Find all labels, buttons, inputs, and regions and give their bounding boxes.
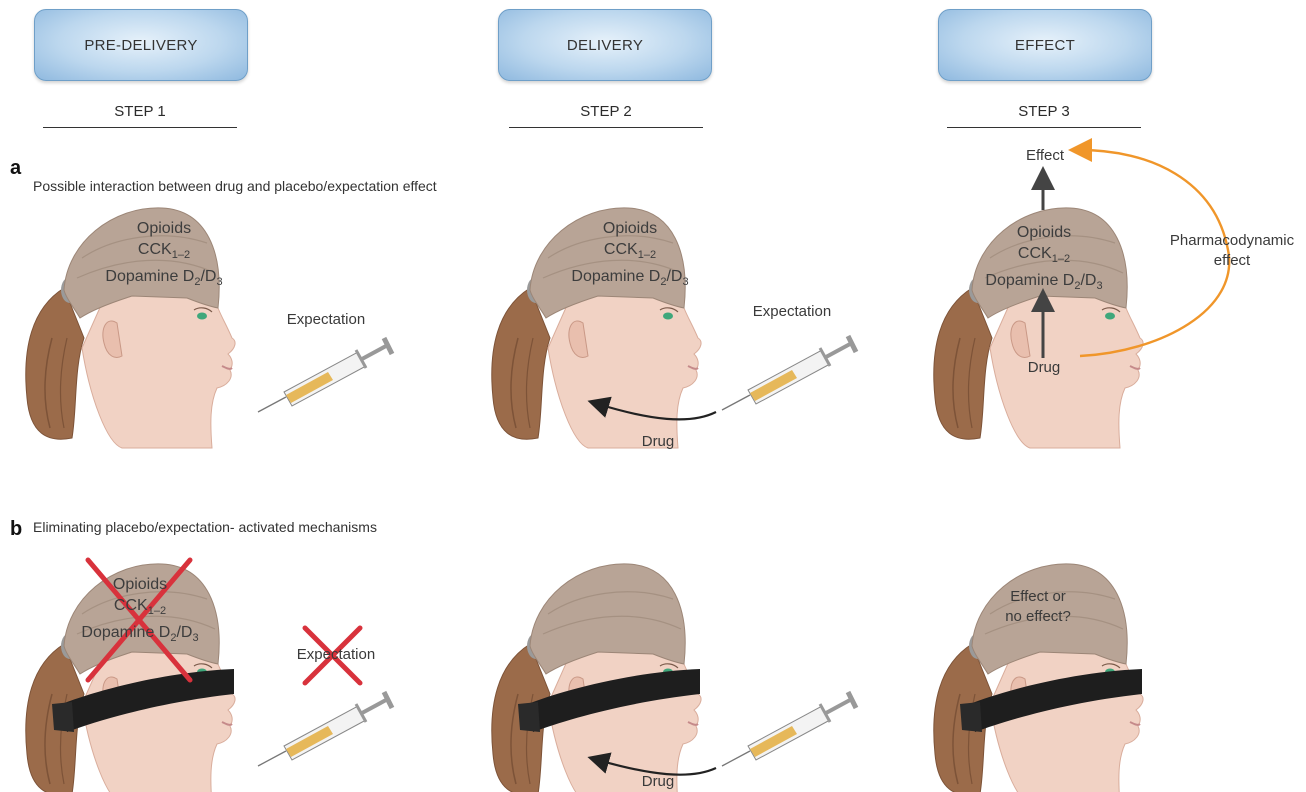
mechanisms-a-step3: Opioids CCK1–2 Dopamine D2/D3 [964, 222, 1124, 297]
drug-label-a-step2: Drug [628, 432, 688, 452]
drug-label-b-step2: Drug [628, 772, 688, 792]
dopamine-label: Dopamine D2/D3 [84, 266, 244, 293]
dopamine-label: Dopamine D2/D3 [550, 266, 710, 293]
pharmacodynamic-label: Pharmacodynamic effect [1162, 231, 1302, 271]
drug-label-a-step3: Drug [1014, 358, 1074, 378]
opioids-label: Opioids [84, 218, 244, 239]
expectation-label-a-step1: Expectation [266, 310, 386, 330]
opioids-label: Opioids [964, 222, 1124, 243]
syringe-b-step1 [258, 692, 392, 766]
expectation-label-b-step1: Expectation [276, 645, 396, 665]
syringe-a-step1 [258, 338, 392, 412]
mechanisms-b-step1: Opioids CCK1–2 Dopamine D2/D3 [60, 574, 220, 649]
cck-label: CCK1–2 [964, 243, 1124, 270]
dopamine-label: Dopamine D2/D3 [964, 270, 1124, 297]
cck-label: CCK1–2 [60, 595, 220, 622]
opioids-label: Opioids [60, 574, 220, 595]
syringe-a-step2 [722, 336, 856, 410]
cck-label: CCK1–2 [84, 239, 244, 266]
cck-label: CCK1–2 [550, 239, 710, 266]
mechanisms-a-step1: Opioids CCK1–2 Dopamine D2/D3 [84, 218, 244, 293]
expectation-label-a-step2: Expectation [732, 302, 852, 322]
dopamine-label: Dopamine D2/D3 [60, 622, 220, 649]
effect-question-label: Effect or no effect? [978, 587, 1098, 627]
opioids-label: Opioids [550, 218, 710, 239]
syringe-b-step2 [722, 692, 856, 766]
mechanisms-a-step2: Opioids CCK1–2 Dopamine D2/D3 [550, 218, 710, 293]
effect-label: Effect [1010, 146, 1080, 166]
